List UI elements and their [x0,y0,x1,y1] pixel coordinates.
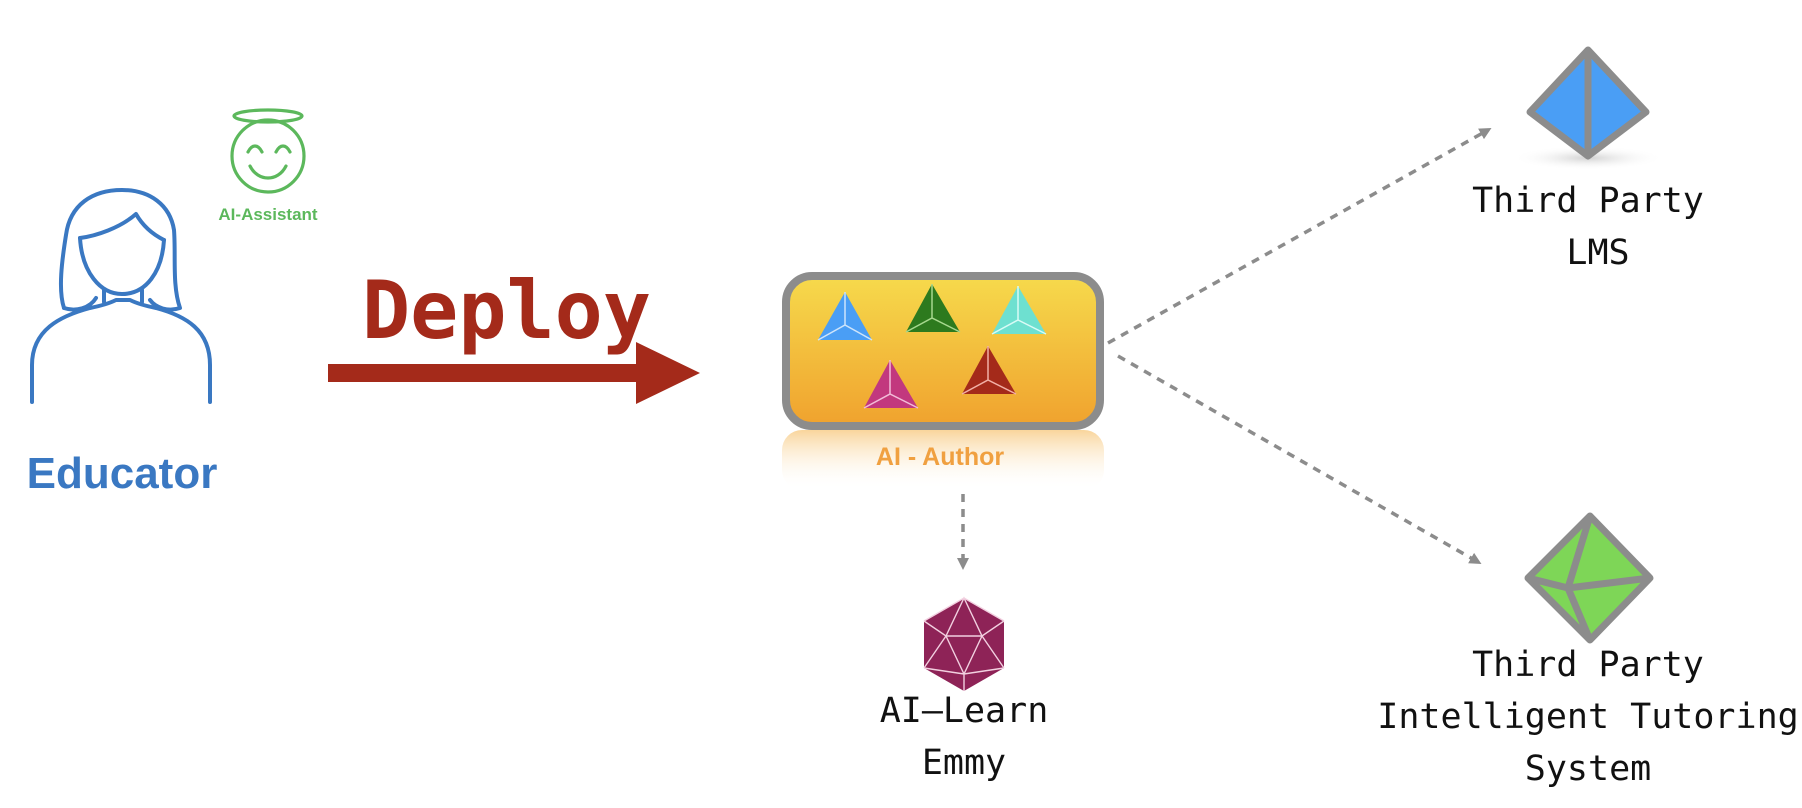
person-outline-icon [30,188,212,404]
ai-author-label: AI - Author [876,443,1004,471]
red-pyramid-icon [961,346,1017,395]
blue-pyramid-icon [817,292,873,341]
educator-label: Educator [27,449,218,498]
its-line2: Intelligent Tutoring [1377,697,1798,737]
its-line3: System [1525,749,1651,789]
ai-author-reflection [782,430,1104,490]
green-octahedron-icon [1524,512,1654,644]
ai-learn-line1: AI—Learn [880,691,1049,731]
ai-learn-line2: Emmy [922,743,1006,783]
ai-assistant-label: AI-Assistant [218,205,318,224]
deploy-label: Deploy [362,264,651,357]
magenta-pyramid-icon [863,360,919,409]
smiley-halo-icon [230,108,306,194]
ai-author-box[interactable] [782,272,1104,430]
teal-pyramid-icon [991,286,1047,335]
lms-pyramid-icon [1526,46,1650,160]
icosahedron-icon [923,596,1005,691]
connector-author-to-its [1117,354,1482,564]
green-pyramid-icon [905,284,961,333]
lms-line2: LMS [1566,233,1629,273]
lms-line1: Third Party [1472,181,1704,221]
its-line1: Third Party [1472,645,1704,685]
deploy-arrow [328,342,700,404]
connector-author-to-lms [1107,128,1492,345]
